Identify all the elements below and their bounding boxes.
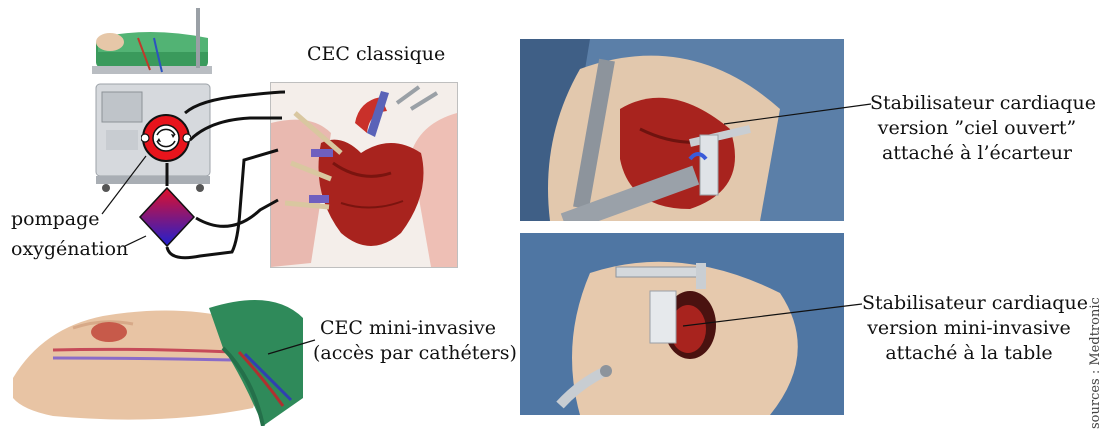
label-stab-open-line1: Stabilisateur cardiaque: [870, 91, 1084, 116]
open-stabilizer-photo: [520, 39, 844, 221]
heart-surgery-illustration: [270, 82, 458, 268]
label-cec-mini-invasive-line1: CEC mini-invasive: [317, 316, 499, 341]
label-pompage: pompage: [11, 207, 100, 232]
label-stab-open-line3: attaché à l’écarteur: [870, 141, 1084, 166]
label-cec-classique: CEC classique: [307, 42, 445, 67]
mini-invasive-stabilizer-photo: [520, 233, 844, 415]
pump-icon: [141, 113, 191, 163]
source-credit: sources : Medtronic: [1088, 297, 1103, 429]
label-cec-mini-invasive-line2: (accès par cathéters): [313, 341, 503, 366]
label-oxygenation: oxygénation: [11, 237, 128, 262]
label-stab-open-line2: version ”ciel ouvert”: [870, 116, 1084, 141]
label-stab-mini-line3: attaché à la table: [862, 341, 1076, 366]
oxygenator-icon: [138, 186, 196, 248]
mini-invasive-patient-illustration: [13, 288, 303, 426]
label-stab-mini-line2: version mini-invasive: [862, 316, 1076, 341]
label-stab-mini-line1: Stabilisateur cardiaque: [862, 291, 1076, 316]
